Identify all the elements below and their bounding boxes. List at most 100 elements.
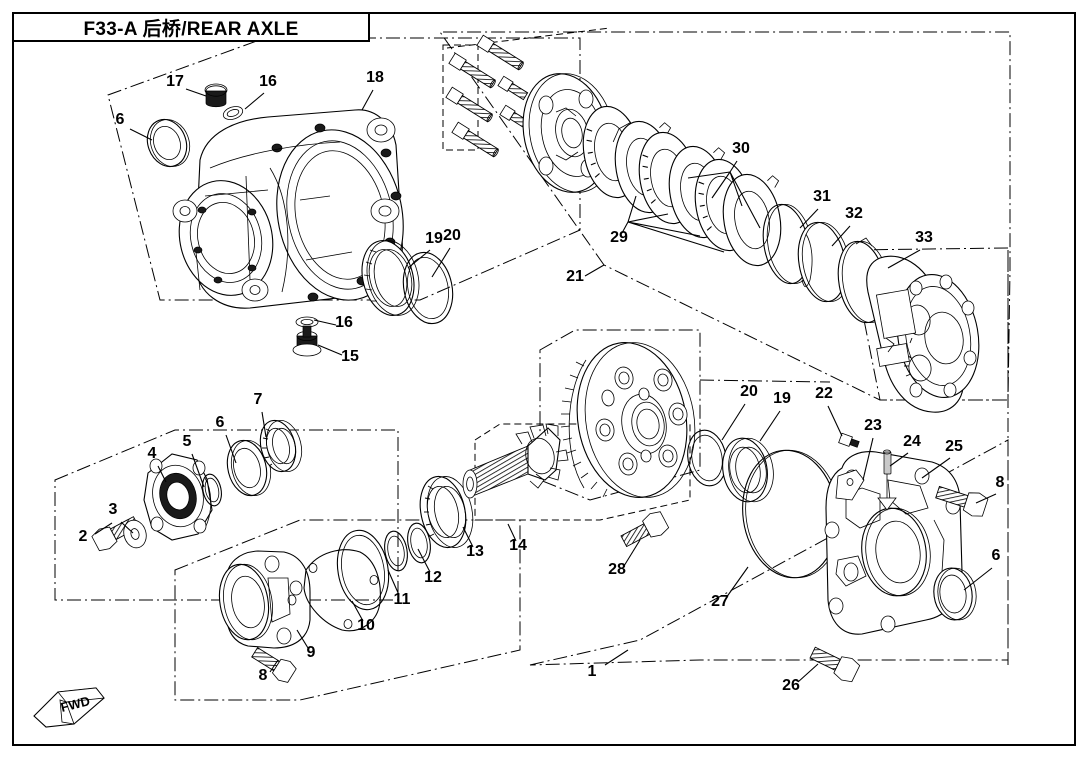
gasket-part-10 (303, 549, 381, 632)
callout-number: 1 (588, 663, 597, 680)
callout-6: 6 (963, 547, 1001, 591)
callout-leader-line (317, 344, 343, 356)
callout-6: 6 (216, 414, 237, 464)
callout-number: 22 (815, 385, 833, 402)
callout-33: 33 (887, 229, 933, 269)
bearing-housing-part-9 (218, 550, 311, 649)
callout-32: 32 (831, 205, 863, 247)
callout-18: 18 (361, 69, 384, 111)
callout-leader-line (129, 128, 153, 141)
callout-leader-line (799, 208, 819, 229)
bolt-part-22 (838, 432, 860, 448)
breather-plug-part-17 (204, 83, 228, 108)
callout-leader-line (887, 249, 921, 269)
callout-12: 12 (417, 548, 442, 586)
callout-leader-line (797, 663, 819, 683)
callout-leader-line (387, 569, 400, 596)
callout-number: 23 (864, 417, 882, 434)
callout-number: 8 (996, 474, 1005, 491)
callout-31: 31 (799, 188, 831, 229)
callout-21: 21 (566, 264, 605, 285)
oring-part-11 (336, 529, 390, 611)
bolt-part-8-left (251, 646, 297, 683)
bearing-part-19-lower (722, 437, 774, 503)
callout-5: 5 (183, 433, 205, 488)
callout-leader-line (185, 88, 207, 97)
callout-leader-line (621, 221, 629, 234)
drain-plug-part-15 (292, 316, 322, 357)
oil-seal-part-6-lower-right (933, 567, 977, 621)
callout-number: 21 (566, 268, 584, 285)
callout-number: 5 (183, 433, 192, 450)
callout-26: 26 (782, 663, 819, 694)
callout-24: 24 (889, 433, 921, 467)
callout-number: 14 (509, 537, 527, 554)
callout-leader-line (296, 629, 309, 649)
callout-leader-line (729, 160, 738, 173)
callout-leader-line (261, 411, 267, 438)
callout-leader-line (351, 600, 364, 622)
callout-leader-line (431, 247, 451, 278)
callout-number: 10 (357, 617, 375, 634)
callout-number: 32 (845, 205, 863, 222)
page-title: F33-A 后桥/REAR AXLE (83, 18, 299, 40)
bearing-part-7 (259, 419, 303, 473)
clutch-plates-29-30 (582, 105, 782, 267)
callout-number: 6 (216, 414, 225, 431)
callout-number: 26 (782, 677, 800, 694)
callout-leader-line (462, 526, 474, 548)
bracket-leaders (627, 171, 761, 253)
callout-number: 2 (79, 528, 88, 545)
callout-leader-line (759, 410, 781, 442)
callout-number: 31 (813, 188, 831, 205)
forward-direction-arrow: FWD (33, 687, 105, 728)
callout-9: 9 (296, 629, 316, 661)
title-box: F33-A 后桥/REAR AXLE (12, 12, 370, 42)
callout-number: 8 (259, 667, 268, 684)
callout-leader-line (831, 225, 851, 247)
callout-number: 12 (424, 569, 442, 586)
callout-11: 11 (387, 569, 411, 608)
callout-leader-line (623, 539, 641, 567)
callout-29: 29 (610, 221, 629, 246)
callout-leader-line (94, 522, 113, 535)
callout-leader-line (191, 453, 205, 488)
differential-housing-part-18 (172, 109, 404, 309)
washer-part-16-upper (222, 106, 244, 120)
callout-number: 16 (259, 73, 277, 90)
callout-number: 20 (740, 383, 758, 400)
callout-16: 16 (313, 314, 353, 331)
callout-leader-line (975, 493, 997, 504)
group-boundaries (54, 27, 1011, 701)
callout-leader-line (407, 249, 431, 269)
callout-1: 1 (588, 649, 629, 680)
bolt-part-28 (620, 511, 670, 548)
callout-number: 16 (335, 314, 353, 331)
callout-13: 13 (462, 526, 484, 560)
ring-gear (560, 342, 696, 498)
bearing-part-13 (419, 475, 474, 549)
callout-number: 17 (166, 73, 184, 90)
callout-number: 20 (443, 227, 461, 244)
callout-leader-line (225, 434, 237, 464)
callout-number: 24 (903, 433, 921, 450)
callout-2: 2 (79, 522, 113, 545)
callout-30: 30 (729, 140, 750, 173)
callout-leader-line (417, 548, 431, 573)
callout-28: 28 (608, 539, 641, 578)
callout-number: 9 (307, 644, 316, 661)
callout-number: 19 (773, 390, 791, 407)
callout-number: 30 (732, 140, 750, 157)
callout-number: 33 (915, 229, 933, 246)
callout-number: 6 (116, 111, 125, 128)
callout-leader-line (921, 457, 951, 479)
callout-leader-line (584, 264, 605, 277)
callout-number: 7 (254, 391, 263, 408)
bolt-part-8-right (935, 485, 989, 517)
callout-19: 19 (407, 230, 443, 269)
shim-part-5 (202, 473, 222, 507)
pin-part-24 (877, 449, 897, 511)
callout-25: 25 (921, 438, 963, 479)
callout-leader-line (269, 659, 279, 673)
